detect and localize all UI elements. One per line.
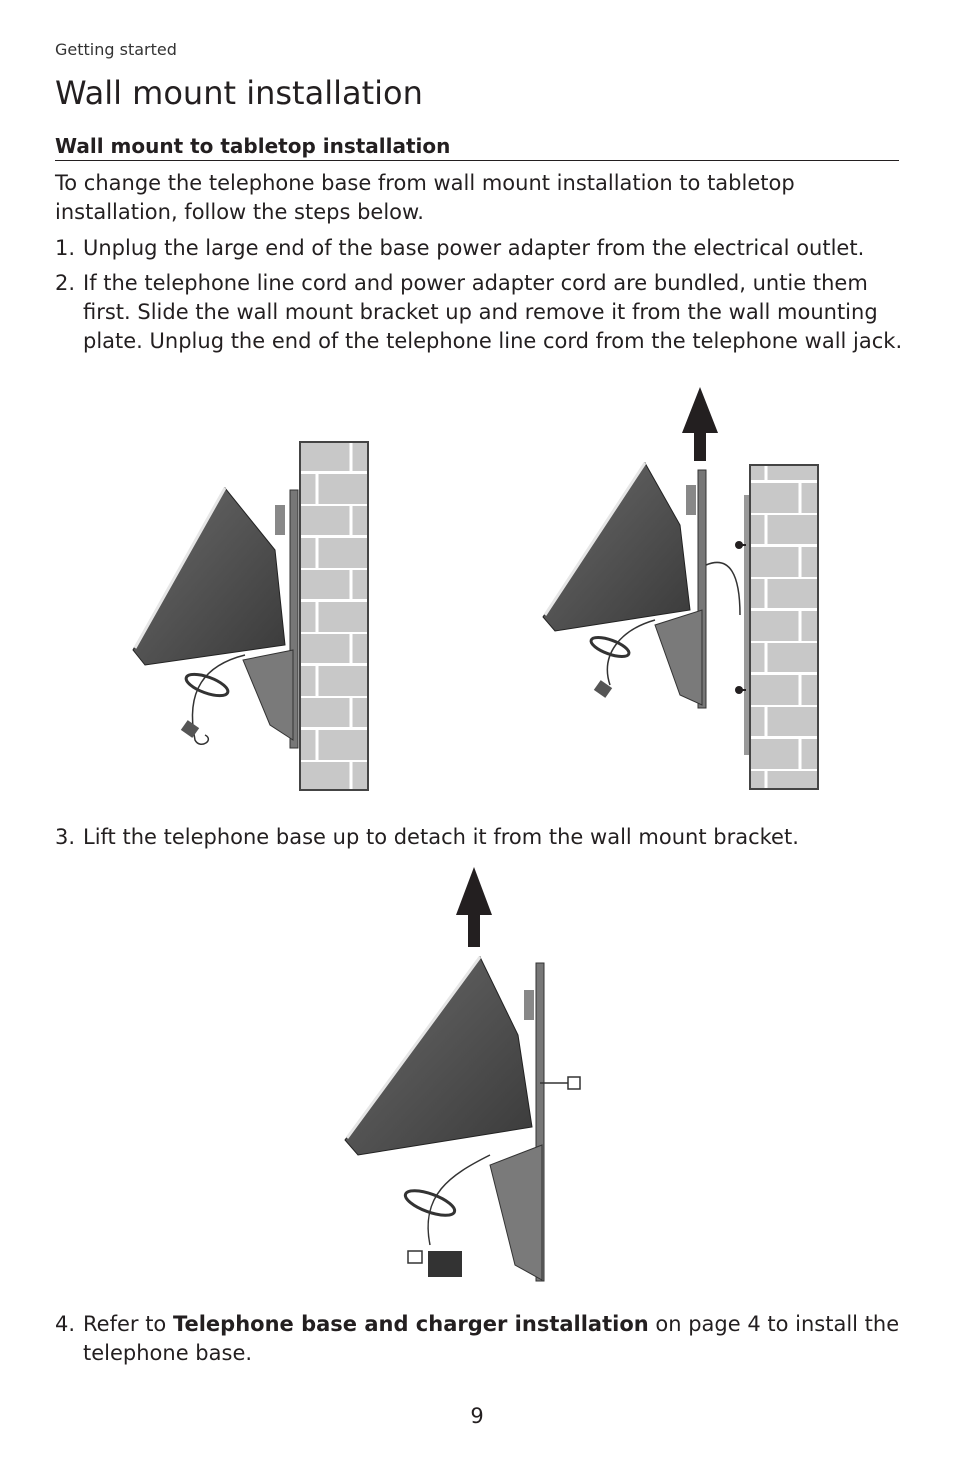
step-text: If the telephone line cord and power ada…: [83, 271, 903, 353]
step-2: 2. If the telephone line cord and power …: [55, 269, 905, 356]
figure-base-lifted: [344, 867, 581, 1282]
intro-paragraph: To change the telephone base from wall m…: [55, 171, 795, 224]
page-title: Wall mount installation: [55, 74, 423, 112]
section-label: Getting started: [55, 40, 177, 59]
step-text-pre: Refer to: [83, 1312, 173, 1336]
step-number: 2.: [55, 271, 76, 295]
cross-reference-link: Telephone base and charger installation: [172, 1312, 649, 1336]
step-text: Refer to Telephone base and charger inst…: [83, 1310, 905, 1368]
step-4: 4. Refer to Telephone base and charger i…: [55, 1310, 905, 1368]
subheading: Wall mount to tabletop installation: [55, 134, 899, 161]
step-3: 3. Lift the telephone base up to detach …: [55, 823, 905, 852]
arrow-up-icon: [682, 387, 718, 461]
step-1: 1. Unplug the large end of the base powe…: [55, 234, 905, 263]
figure-phone-on-wall: [132, 441, 369, 791]
figure-bracket-removed: [542, 387, 819, 790]
step-text: Unplug the large end of the base power a…: [83, 236, 865, 260]
step-number: 3.: [55, 825, 76, 849]
step-text: Lift the telephone base up to detach it …: [83, 825, 799, 849]
step-number: 4.: [55, 1312, 76, 1336]
step-text-post: on page 4 to install the telephone base.: [83, 1312, 900, 1365]
page-number: 9: [470, 1404, 484, 1428]
step-number: 1.: [55, 236, 76, 260]
arrow-up-icon: [456, 867, 492, 947]
